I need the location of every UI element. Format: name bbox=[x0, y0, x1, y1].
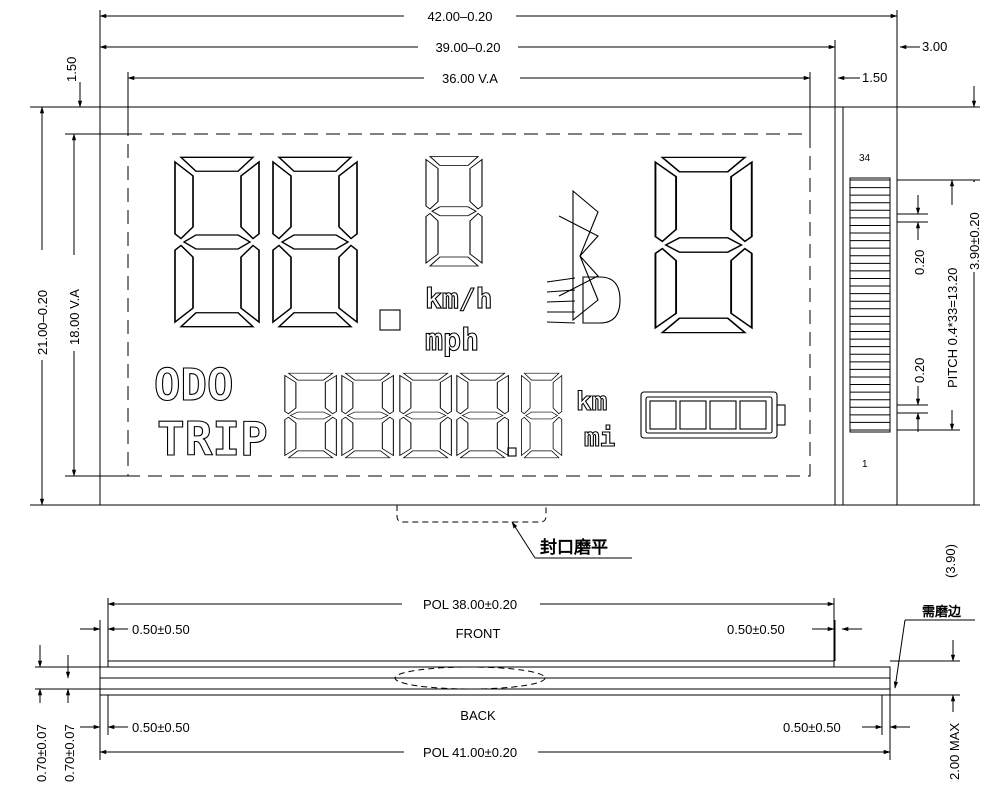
bluetooth-icon bbox=[558, 189, 599, 322]
pin-last-label: 34 bbox=[859, 153, 871, 164]
speed-decimal-point bbox=[379, 309, 401, 331]
front-label: FRONT bbox=[456, 626, 501, 641]
gear-digit bbox=[654, 156, 753, 334]
speed-digit-2 bbox=[272, 156, 358, 328]
odo-digit-2 bbox=[341, 372, 394, 459]
dim-connector-height: 3.90±0.20 bbox=[967, 212, 982, 270]
odo-digit-1 bbox=[284, 372, 337, 459]
dim-pol-back: POL 41.00±0.20 bbox=[423, 745, 517, 760]
dim-thick-2: 0.70±0.07 bbox=[62, 724, 77, 782]
pin-first-label: 1 bbox=[862, 459, 868, 470]
seal-note: 封口磨平 bbox=[540, 537, 608, 558]
seal-region bbox=[396, 505, 547, 523]
side-view: POL 38.00±0.20 FRONT 0.50±0.50 0.50±0.50… bbox=[34, 596, 975, 782]
dim-back-left-offset: 0.50±0.50 bbox=[132, 720, 190, 735]
label-odo: ODO bbox=[154, 360, 233, 411]
dim-bottom-ref: (3.90) bbox=[943, 544, 958, 578]
dim-view-area-width: 36.00 V.A bbox=[442, 71, 498, 86]
seal-marker bbox=[394, 666, 546, 690]
dim-left-margin: 1.50 bbox=[64, 57, 79, 82]
dim-pol-front: POL 38.00±0.20 bbox=[423, 597, 517, 612]
dim-front-right-offset: 0.50±0.50 bbox=[727, 622, 785, 637]
odo-digit-5 bbox=[521, 372, 563, 459]
dim-right-margin: 1.50 bbox=[862, 70, 887, 85]
pin-field bbox=[849, 177, 891, 433]
back-label: BACK bbox=[460, 708, 496, 723]
view-area bbox=[127, 133, 811, 477]
headlight-icon bbox=[546, 276, 621, 324]
dim-right-step: 3.00 bbox=[922, 39, 947, 54]
odo-digit-3 bbox=[399, 372, 452, 459]
speed-decimal-digit bbox=[425, 155, 483, 267]
unit-mi: mi bbox=[584, 423, 615, 453]
label-trip: TRIP bbox=[157, 412, 268, 466]
speed-digit-1 bbox=[174, 156, 260, 328]
connector-glass bbox=[834, 106, 898, 506]
dim-overall-height: 21.00–0.20 bbox=[35, 290, 50, 355]
dim-thick-1: 0.70±0.07 bbox=[34, 724, 49, 782]
dim-pin-pitch: PITCH 0.4*33=13.20 bbox=[945, 268, 960, 388]
dim-front-left-offset: 0.50±0.50 bbox=[132, 622, 190, 637]
odo-digit-4 bbox=[456, 372, 509, 459]
dim-glass-width: 39.00–0.20 bbox=[435, 40, 500, 55]
battery-icon bbox=[640, 391, 786, 439]
top-view: 34 1 km/h mph ODO TRIP km mi bbox=[30, 7, 982, 578]
dim-pin-width-2: 0.20 bbox=[912, 358, 927, 383]
dim-max-height: 2.00 MAX bbox=[947, 723, 962, 780]
edge-note: 需磨边 bbox=[922, 604, 962, 620]
dim-back-right-offset: 0.50±0.50 bbox=[783, 720, 841, 735]
odo-decimal-point bbox=[507, 447, 517, 457]
front-polarizer bbox=[107, 660, 835, 668]
unit-mph: mph bbox=[425, 323, 479, 358]
unit-kmh: km/h bbox=[425, 282, 492, 315]
connector-pins bbox=[849, 177, 891, 433]
dim-pin-width-1: 0.20 bbox=[912, 250, 927, 275]
dim-overall-width: 42.00–0.20 bbox=[427, 9, 492, 24]
back-polarizer bbox=[99, 688, 891, 696]
dim-view-area-height: 18.00 V.A bbox=[67, 289, 82, 345]
unit-km: km bbox=[576, 387, 607, 417]
